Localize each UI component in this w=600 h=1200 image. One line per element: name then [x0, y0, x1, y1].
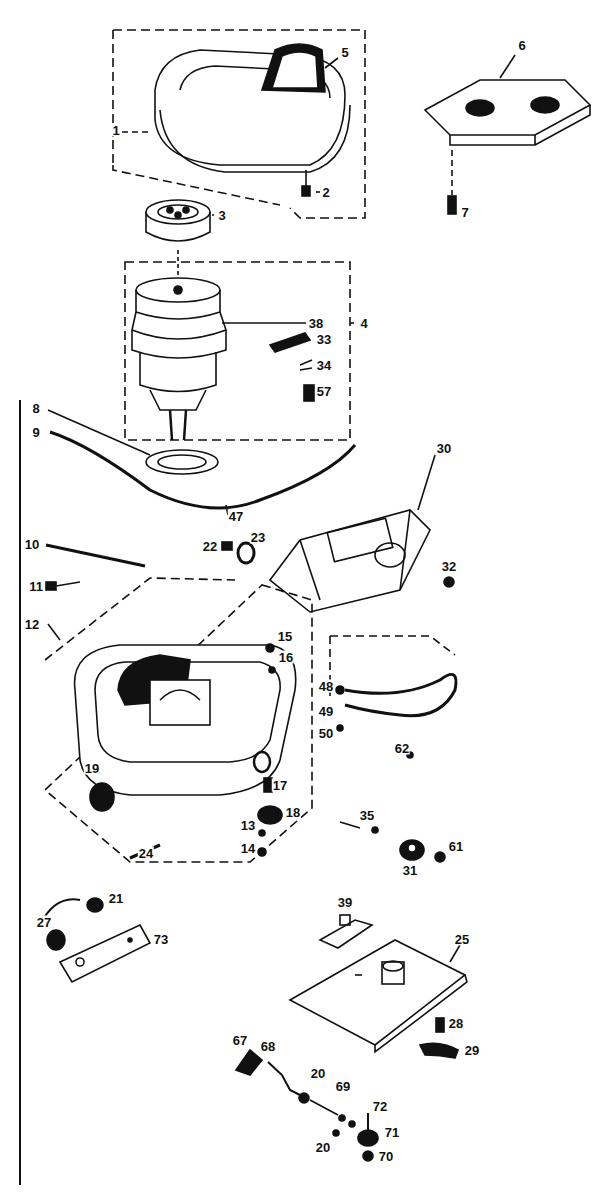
- callout-number: 23: [250, 531, 266, 544]
- callout-number: 33: [316, 333, 332, 346]
- callout-number: 61: [448, 840, 464, 853]
- callout-number: 72: [372, 1100, 388, 1113]
- callout-number: 24: [138, 847, 154, 860]
- callout-number: 50: [318, 727, 334, 740]
- callout-number: 4: [359, 317, 368, 330]
- callout-number: 18: [285, 806, 301, 819]
- callout-number: 12: [24, 618, 40, 631]
- callout-number: 30: [436, 442, 452, 455]
- callout-number: 31: [402, 864, 418, 877]
- callout-number: 19: [84, 762, 100, 775]
- callout-number: 22: [202, 540, 218, 553]
- callout-number: 32: [441, 560, 457, 573]
- callout-number: 15: [277, 630, 293, 643]
- callout-number: 21: [108, 892, 124, 905]
- callout-number: 10: [24, 538, 40, 551]
- callout-number: 62: [394, 742, 410, 755]
- callout-number: 28: [448, 1017, 464, 1030]
- callout-number: 11: [28, 580, 44, 593]
- callout-number: 34: [316, 359, 332, 372]
- callout-number: 70: [378, 1150, 394, 1163]
- callout-number: 69: [335, 1080, 351, 1093]
- callout-number: 17: [272, 779, 288, 792]
- callout-number: 39: [337, 896, 353, 909]
- callout-number: 29: [464, 1044, 480, 1057]
- callout-number: 20: [315, 1141, 331, 1154]
- callout-number: 57: [316, 385, 332, 398]
- callout-number: 48: [318, 680, 334, 693]
- callout-number: 68: [260, 1040, 276, 1053]
- callout-number: 38: [308, 317, 324, 330]
- callout-number: 47: [228, 510, 244, 523]
- callout-number: 67: [232, 1034, 248, 1047]
- callout-number: 6: [517, 39, 526, 52]
- callout-number: 1: [111, 124, 120, 137]
- callout-number: 27: [36, 916, 52, 929]
- callout-number: 25: [454, 933, 470, 946]
- callout-number: 5: [340, 46, 349, 59]
- callout-number: 13: [240, 819, 256, 832]
- callout-number: 14: [240, 842, 256, 855]
- callout-number: 20: [310, 1067, 326, 1080]
- callout-number: 16: [278, 651, 294, 664]
- callout-number: 71: [384, 1126, 400, 1139]
- callout-number: 73: [153, 933, 169, 946]
- callout-number: 35: [359, 809, 375, 822]
- callout-number: 9: [31, 426, 40, 439]
- callout-number: 49: [318, 705, 334, 718]
- callout-number: 2: [321, 186, 330, 199]
- callout-number: 3: [217, 209, 226, 222]
- callout-number: 7: [460, 206, 469, 219]
- callout-number: 8: [31, 402, 40, 415]
